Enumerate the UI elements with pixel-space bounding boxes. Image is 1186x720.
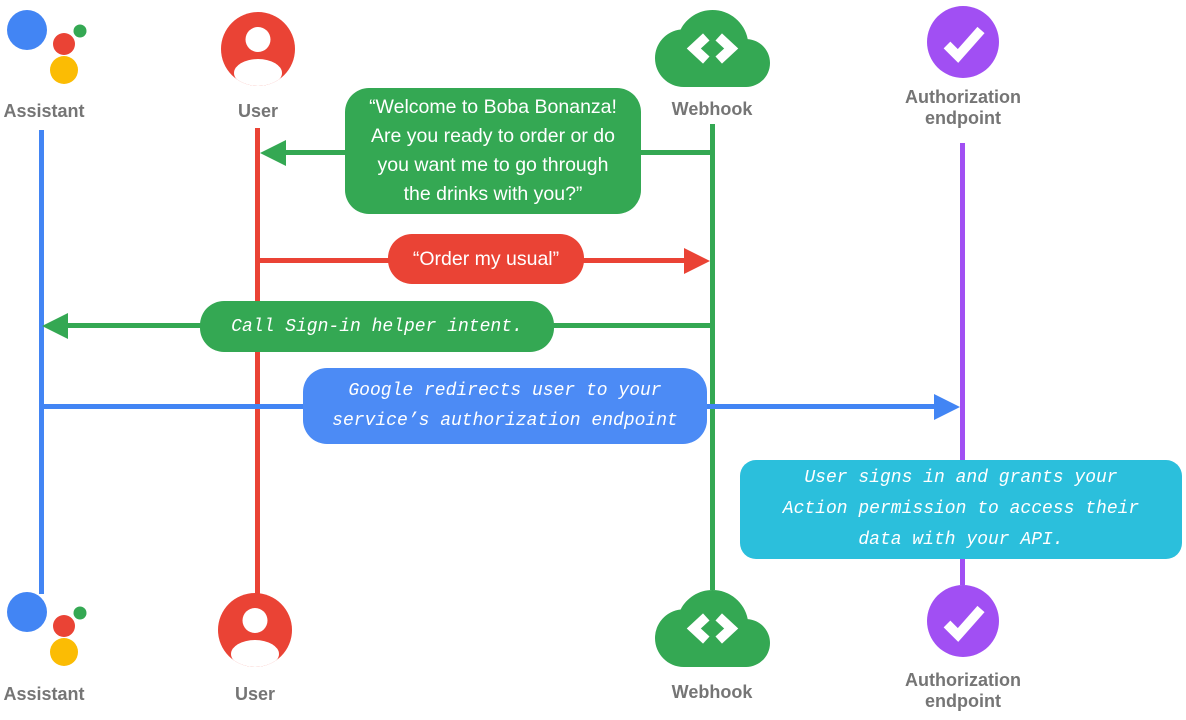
user-label: User <box>237 101 279 121</box>
authorization-endpoint-icon <box>927 585 999 662</box>
order-message: “Order my usual” <box>388 234 584 284</box>
message-line: Are you ready to order or do <box>371 125 615 147</box>
assistant-icon <box>7 10 87 91</box>
message-line: “Welcome to Boba Bonanza! <box>369 96 617 118</box>
assistant-icon <box>7 592 87 673</box>
message-line: Call Sign-in helper intent. <box>231 316 523 337</box>
webhook-icon <box>655 590 770 672</box>
signin-message: Call Sign-in helper intent. <box>200 301 554 352</box>
authorization-endpoint-icon <box>927 6 999 83</box>
message-line: User signs in and grants your <box>804 468 1118 488</box>
user-icon <box>221 12 295 91</box>
message-line: data with your API. <box>858 530 1064 550</box>
webhook-label: Webhook <box>671 99 753 119</box>
message-line: you want me to go through <box>377 154 609 176</box>
message-line: service’s authorization endpoint <box>332 411 678 431</box>
authorization-endpoint-label: Authorization endpoint <box>905 670 1021 711</box>
message-line: Action permission to access their <box>782 499 1140 519</box>
user-icon <box>218 593 292 672</box>
order-arrowhead <box>684 248 710 274</box>
message-line: “Order my usual” <box>412 247 560 270</box>
signin-arrowhead <box>42 313 68 339</box>
redirect-message: Google redirects user to your service’s … <box>303 368 707 444</box>
assistant-lifeline <box>39 130 44 594</box>
assistant-label: Assistant <box>3 684 85 704</box>
webhook-lifeline <box>710 124 715 590</box>
redirect-arrowhead <box>934 394 960 420</box>
assistant-label: Assistant <box>3 101 85 121</box>
authorization-lifeline <box>960 143 965 585</box>
webhook-icon <box>655 9 770 92</box>
welcome-arrowhead <box>260 140 286 166</box>
grant-note: User signs in and grants your Action per… <box>740 460 1182 559</box>
user-label: User <box>234 684 276 704</box>
webhook-label: Webhook <box>671 682 753 702</box>
welcome-message: “Welcome to Boba Bonanza! Are you ready … <box>345 88 641 214</box>
message-line: Google redirects user to your <box>348 381 662 401</box>
message-line: the drinks with you?” <box>403 183 583 205</box>
user-lifeline <box>255 128 260 594</box>
authorization-endpoint-label: Authorization endpoint <box>905 87 1021 128</box>
